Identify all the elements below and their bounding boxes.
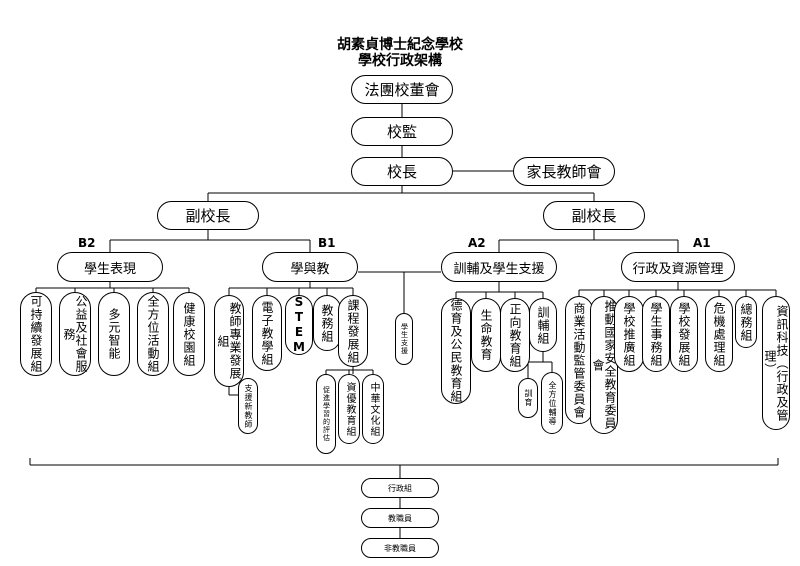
- principal-node: 校長: [351, 157, 453, 186]
- group-guidance-discipline: 訓輔組: [529, 298, 557, 352]
- group-healthy-school: 健康校園組: [173, 292, 205, 376]
- group-all-round-guidance: 全方位輔導: [541, 372, 563, 434]
- group-multiple-intelligences: 多元智能: [98, 292, 130, 376]
- group-teacher-professional-development: 教師專業發展組: [214, 295, 244, 387]
- chart-title: 學校行政架構: [358, 53, 442, 69]
- branch-code-a1: A1: [693, 236, 711, 250]
- group-discipline: 訓育: [518, 378, 538, 418]
- group-positive-education: 正向教育組: [500, 298, 530, 372]
- group-all-round-activities: 全方位活動組: [137, 292, 169, 376]
- group-new-teacher-support: 支援新教師: [238, 378, 258, 434]
- group-assessment-for-learning: 促進學習的評估: [316, 374, 336, 454]
- staff-non-teaching: 非教職員: [361, 538, 439, 558]
- group-gifted-education: 資優教育組: [338, 374, 360, 444]
- division-admin: 行政及資源管理: [621, 252, 735, 282]
- branch-code-b1: B1: [318, 236, 336, 250]
- group-student-support: 學生支援: [395, 313, 413, 365]
- group-sustainable-development: 可持續發展組: [20, 292, 52, 376]
- division-learning: 學與教: [262, 252, 358, 282]
- group-general-affairs: 總務組: [735, 296, 757, 348]
- vice-principal-right: 副校長: [543, 201, 645, 230]
- group-chinese-culture: 中華文化組: [362, 374, 384, 444]
- group-student-affairs: 學生事務組: [642, 296, 670, 372]
- staff-teaching: 教職員: [361, 508, 439, 528]
- group-stem: STEM: [285, 295, 313, 355]
- school-name: 胡素貞博士紀念學校: [337, 37, 463, 53]
- group-information-technology: 資訊科技（行政及管理）: [762, 296, 790, 430]
- group-business-oversight: 商業活動監管委員會: [565, 296, 593, 424]
- group-school-promotion: 學校推廣組: [614, 296, 644, 372]
- group-curriculum-development: 課程發展組: [338, 295, 368, 367]
- group-moral-civic-education: 德育及公民教育組: [441, 298, 471, 404]
- branch-code-b2: B2: [78, 236, 96, 250]
- division-guidance: 訓輔及學生支援: [441, 252, 557, 282]
- group-national-security-education: 推動國家安全教育委員會: [590, 296, 618, 434]
- vice-principal-left: 副校長: [157, 201, 259, 230]
- board-node: 法團校董會: [351, 75, 453, 104]
- supervisor-node: 校監: [351, 117, 453, 146]
- staff-admin-team: 行政組: [361, 478, 439, 498]
- pta-node: 家長教師會: [513, 157, 615, 186]
- group-school-development: 學校發展組: [670, 296, 698, 372]
- group-life-education: 生命教育: [471, 298, 501, 372]
- group-e-learning: 電子教學組: [252, 295, 282, 371]
- division-student-growth: 學生表現: [57, 252, 163, 282]
- branch-code-a2: A2: [468, 236, 486, 250]
- group-community-service: 公益及社會服務: [59, 292, 91, 376]
- group-academic-affairs: 教務組: [313, 295, 341, 351]
- group-crisis-management: 危機處理組: [705, 296, 733, 372]
